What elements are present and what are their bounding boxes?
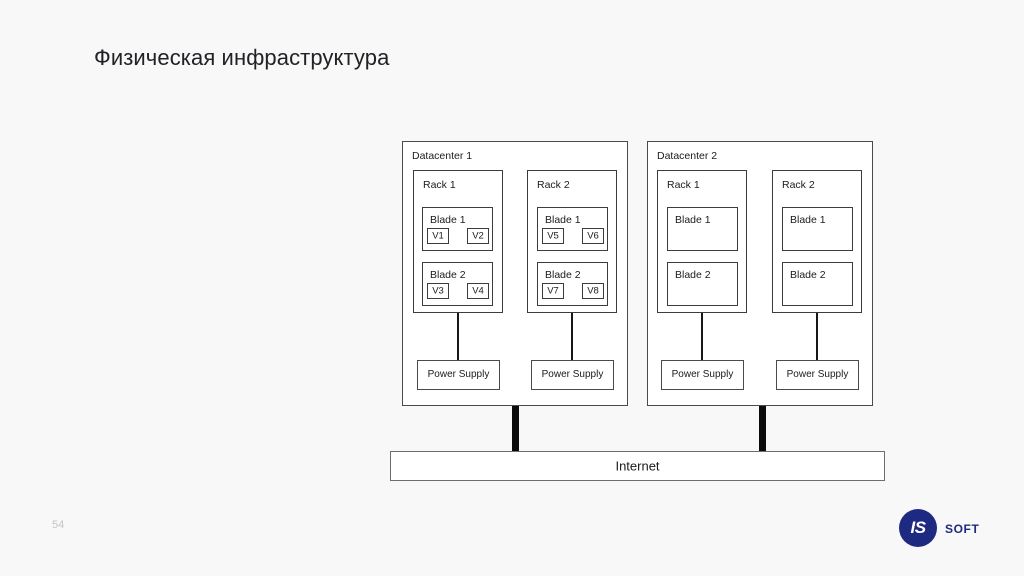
power-supply-box: Power Supply: [776, 360, 859, 390]
vm-box: V6: [582, 228, 604, 244]
blade-label: Blade 2: [545, 269, 581, 281]
blade-label: Blade 2: [430, 269, 466, 281]
internet-label: Internet: [615, 458, 660, 474]
blade-container: Blade 1: [782, 207, 853, 251]
vm-label: V3: [432, 285, 444, 297]
vm-box: V3: [427, 283, 449, 299]
vm-label: V7: [547, 285, 559, 297]
rack-label: Rack 1: [423, 179, 456, 191]
power-supply-label: Power Supply: [541, 369, 604, 380]
vm-label: V6: [587, 230, 599, 242]
vm-box: V2: [467, 228, 489, 244]
rack-label: Rack 2: [782, 179, 815, 191]
power-supply-box: Power Supply: [661, 360, 744, 390]
vm-box: V1: [427, 228, 449, 244]
datacenter-2-label: Datacenter 2: [657, 150, 718, 162]
blade-label: Blade 1: [790, 214, 826, 226]
page-title: Физическая инфраструктура: [94, 45, 390, 70]
power-supply-label: Power Supply: [427, 369, 490, 380]
blade-container: Blade 1: [667, 207, 738, 251]
rack-to-power-connector: [701, 313, 703, 360]
page-number: 54: [52, 519, 65, 531]
vm-label: V5: [547, 230, 559, 242]
power-supply-box: Power Supply: [417, 360, 500, 390]
rack-to-power-connector: [816, 313, 818, 360]
datacenter-2-uplink-connector: [759, 406, 766, 452]
blade-label: Blade 1: [545, 214, 581, 226]
blade-label: Blade 2: [675, 269, 711, 281]
internet-box: Internet: [390, 451, 885, 481]
logo-circle-icon: [899, 509, 937, 547]
vm-label: V4: [472, 285, 484, 297]
rack-label: Rack 1: [667, 179, 700, 191]
brand-logo: IS SOFT: [899, 509, 979, 549]
vm-box: V7: [542, 283, 564, 299]
vm-label: V2: [472, 230, 484, 242]
blade-label: Blade 1: [675, 214, 711, 226]
vm-box: V4: [467, 283, 489, 299]
power-supply-box: Power Supply: [531, 360, 614, 390]
vm-box: V8: [582, 283, 604, 299]
blade-container: Blade 2: [667, 262, 738, 306]
vm-box: V5: [542, 228, 564, 244]
blade-label: Blade 2: [790, 269, 826, 281]
rack-label: Rack 2: [537, 179, 570, 191]
blade-container: Blade 2: [782, 262, 853, 306]
power-supply-label: Power Supply: [671, 369, 734, 380]
datacenter-1-uplink-connector: [512, 406, 519, 452]
blade-label: Blade 1: [430, 214, 466, 226]
vm-label: V1: [432, 230, 444, 242]
datacenter-1-label: Datacenter 1: [412, 150, 473, 162]
rack-to-power-connector: [571, 313, 573, 360]
rack-to-power-connector: [457, 313, 459, 360]
logo-word-text: SOFT: [945, 522, 980, 536]
power-supply-label: Power Supply: [786, 369, 849, 380]
vm-label: V8: [587, 285, 599, 297]
logo-mark-text: IS: [910, 518, 926, 537]
